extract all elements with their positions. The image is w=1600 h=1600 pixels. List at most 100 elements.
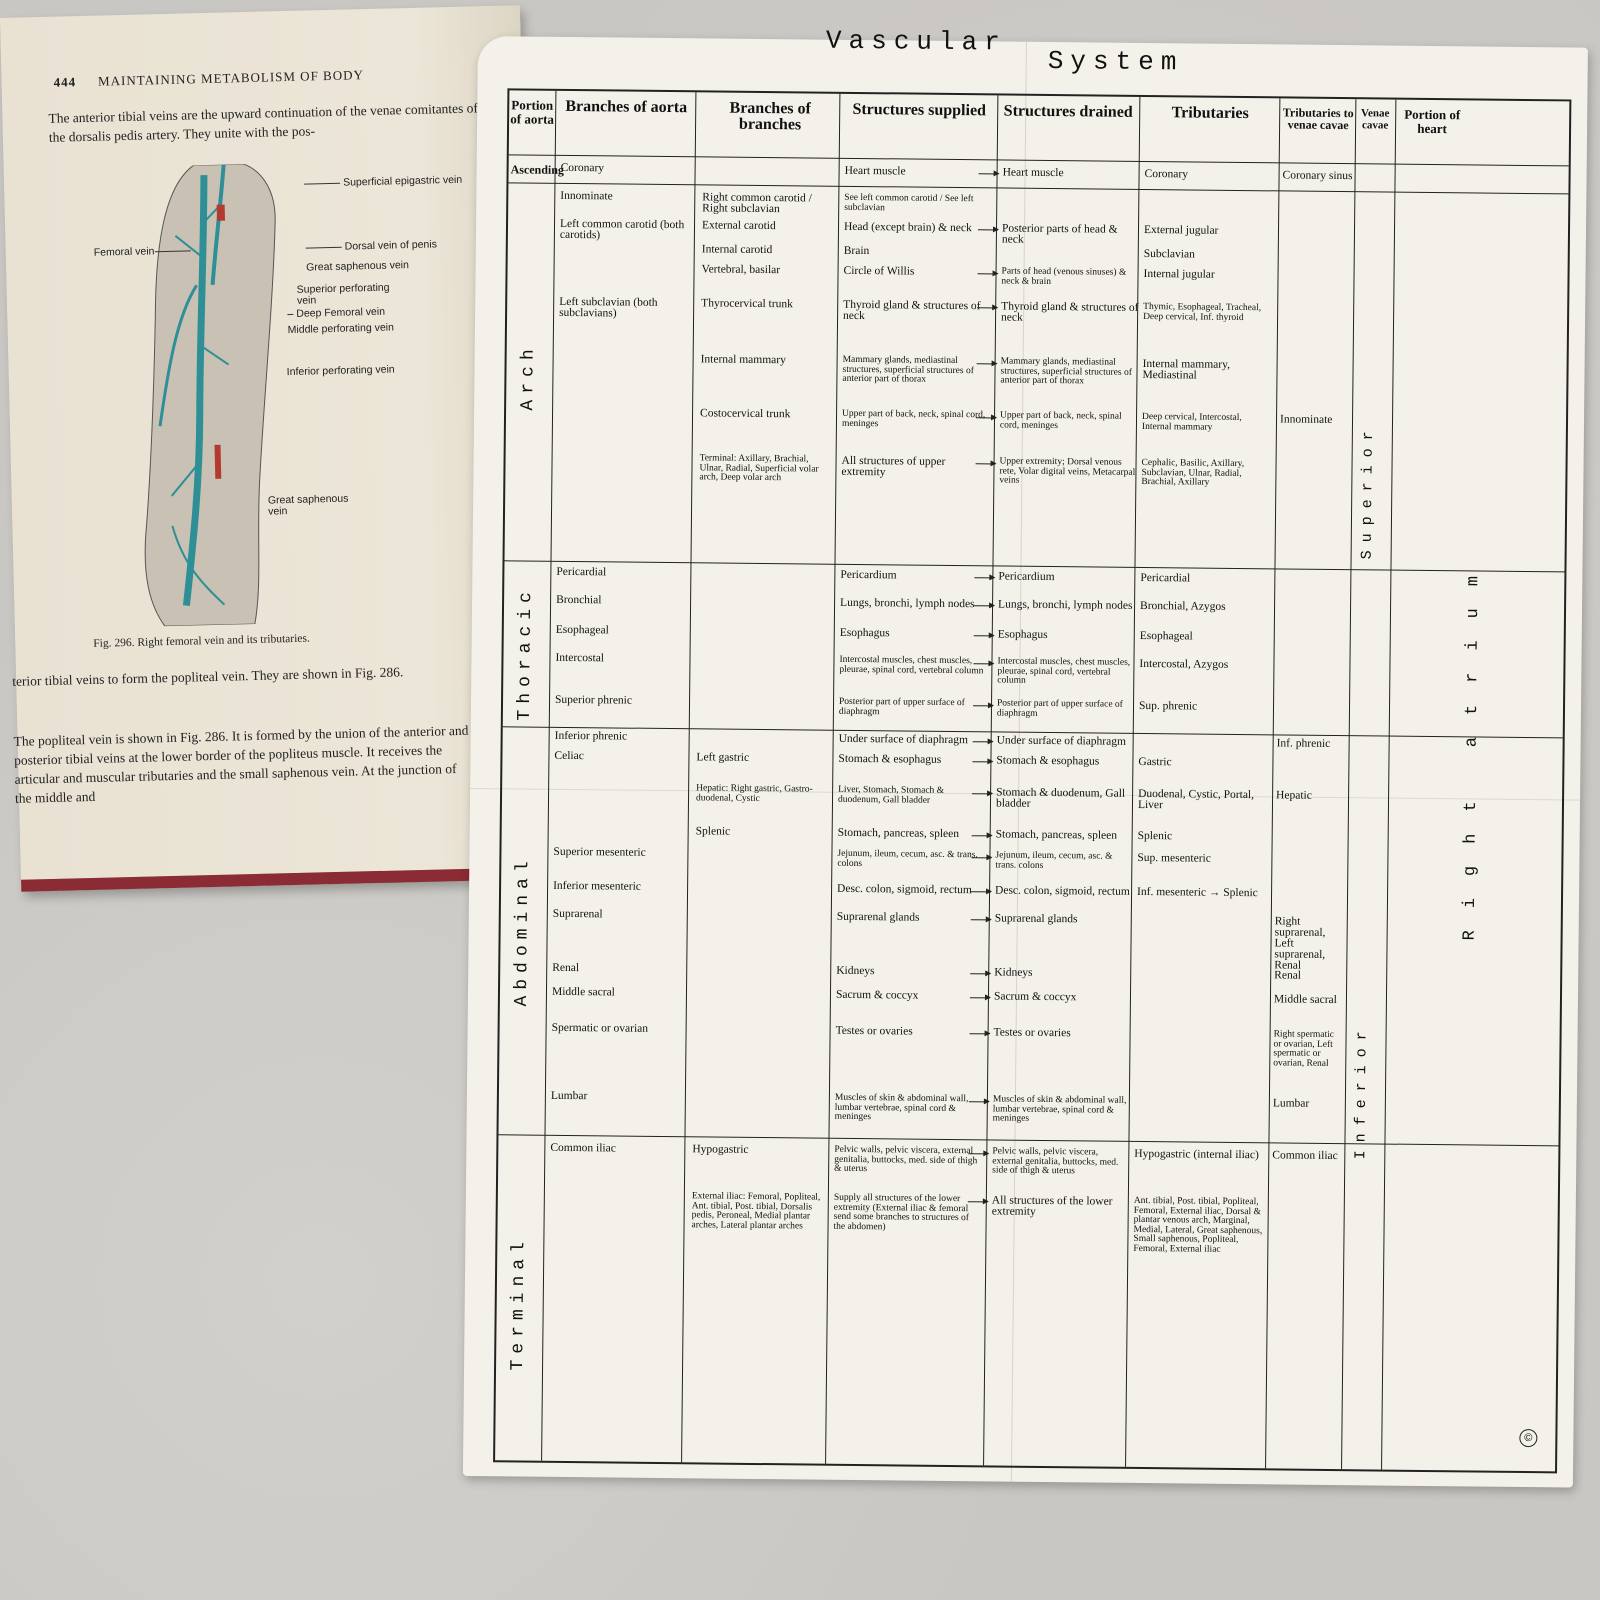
chart-title-left: Vascular [825,25,1007,58]
row-3-supplied: Brain [843,244,870,258]
row-26-supplied: Supply all structures of the lower extre… [833,1192,970,1232]
row-23-tvc: Right spermatic or ovarian, Left spermat… [1273,1029,1335,1069]
row-2-sub: External carotid [701,219,776,233]
figure-label-9: Great saphenous vein [267,492,349,518]
row-10-drained: Lungs, bronchi, lymph nodes [998,598,1133,612]
section-label-abdominal: Abdominal [511,855,534,1007]
row-8-arrow [975,463,996,465]
row-0-branch: Coronary [560,161,605,175]
row-11-drained: Esophagus [997,628,1048,641]
row-21-drained: Kidneys [994,966,1033,979]
row-8-supplied: All structures of upper extremity [841,454,946,479]
row-11-arrow [973,635,994,637]
row-11-trib: Esophageal [1139,629,1193,643]
figure-label-7: Middle perforating vein [287,321,395,337]
row-2-branch: Left common carotid (both carotids) [559,217,685,242]
row-16-sub: Hepatic: Right gastric, Gastro-duodenal,… [695,783,813,804]
chart-title-right: System [1047,45,1184,78]
row-5-supplied: Thyroid gland & structures of neck [843,298,981,323]
row-16-arrow [972,793,993,795]
row-3-sub: Internal carotid [701,243,773,257]
section-label-terminal: Terminal [508,1235,530,1371]
row-1-supplied: See left common carotid / See left subcl… [844,192,974,213]
chart-table: Portion of aorta Branches of aorta Branc… [493,88,1572,1474]
row-19-trib: Inf. mesenteric → Splenic [1137,885,1258,900]
col-divider [1341,99,1357,1470]
row-0-supplied: Heart muscle [844,164,906,178]
row-7-drained: Upper part of back, neck, spinal cord, m… [999,410,1122,431]
figure-label-8: Inferior perforating vein [286,363,395,379]
row-17-sub: Splenic [695,825,731,838]
row-6-trib: Internal mammary, Mediastinal [1142,357,1231,382]
row-25-trib: Hypogastric (internal iliac) [1134,1147,1259,1162]
col-header-tributaries-to-venae-cavae: Tributaries to venae cavae [1282,105,1354,133]
row-5-sub: Thyrocervical trunk [701,297,793,311]
figure-label-6: Deep Femoral vein [287,306,385,320]
col-header-branches-of-branches: Branches of branches [729,99,811,134]
row-7-trib: Deep cervical, Intercostal, Internal mam… [1141,411,1242,433]
row-6-drained: Mammary glands, mediastinal structures, … [1000,356,1132,387]
row-19-branch: Inferior mesenteric [553,879,641,893]
col-header-tributaries: Tributaries [1171,104,1249,123]
femoral-vein-illustration [144,163,276,627]
row-2-supplied: Head (except brain) & neck [843,220,972,235]
row-4-arrow [977,273,998,275]
section-label-thoracic: Thoracic [514,586,537,721]
paragraph-bottom-2: The popliteal vein is shown in Fig. 286.… [13,722,469,806]
row-25-sub: Hypogastric [692,1143,749,1156]
running-head-text: MAINTAINING METABOLISM OF BODY [97,67,365,89]
row-0-drained: Heart muscle [1002,166,1064,180]
row-10-branch: Bronchial [556,593,602,607]
row-20-drained: Suprarenal glands [994,912,1078,926]
col-header-structures-drained: Structures drained [1003,102,1133,121]
row-17-supplied: Stomach, pancreas, spleen [837,826,960,841]
row-25-branch: Common iliac [550,1141,616,1155]
row-2-arrow [977,229,999,231]
col-divider [1381,99,1397,1470]
col-header-branches-of-aorta: Branches of aorta [565,97,688,117]
row-8-trib: Cephalic, Basilic, Axillary, Subclavian,… [1141,457,1245,488]
figure-label-5: Superior perforating vein [296,281,390,307]
section-label-arch: Arch [518,343,539,411]
row-16-supplied: Liver, Stomach, Stomach & duodenum, Gall… [837,784,945,806]
row-0-trib: Coronary [1144,167,1189,181]
row-9-drained: Pericardium [998,570,1055,584]
figure-label-4: Great saphenous vein [306,259,410,274]
row-18-supplied: Jejunum, ileum, cecum, asc. & trans. col… [837,848,978,869]
row-19-supplied: Desc. colon, sigmoid, rectum [837,882,972,897]
row-15-sub: Left gastric [696,751,750,764]
row-16-tvc: Hepatic [1276,789,1312,802]
row-14-supplied: Under surface of diaphragm [838,732,969,747]
row-26-arrow [967,1201,988,1203]
label-inferior-vena-cava: Inferior [1352,1023,1371,1160]
row-24-branch: Lumbar [550,1089,588,1103]
row-5-branch: Left subclavian (both subclavians) [559,295,658,320]
vascular-system-chart-sheet: Vascular System Portion of aorta Branche… [462,26,1588,1488]
row-1-sub: Right common carotid / Right subclavian [702,191,812,216]
row-12-supplied: Intercostal muscles, chest muscles, pleu… [839,654,984,676]
row-17-drained: Stomach, pancreas, spleen [995,828,1118,842]
row-4-supplied: Circle of Willis [843,264,915,278]
row-21-arrow [970,973,991,975]
row-16-trib: Duodenal, Cystic, Portal, Liver [1137,787,1255,812]
col-header-venae-cavae: Venae cavae [1361,107,1390,132]
row-22-branch: Middle sacral [551,985,615,999]
row-14-drained: Under surface of diaphragm [996,734,1127,748]
row-7-arrow [976,417,997,419]
row-13-trib: Sup. phrenic [1138,699,1198,713]
label-superior-vena-cava: Superior [1358,423,1377,560]
row-3-trib: Subclavian [1143,247,1195,261]
row-7-sub: Costocervical trunk [699,407,791,421]
row-13-branch: Superior phrenic [554,693,633,707]
row-1-branch: Innominate [560,189,613,203]
row-26-sub: External iliac: Femoral, Popliteal, Ant.… [691,1191,821,1231]
row-24-drained: Muscles of skin & abdominal wall, lumbar… [992,1094,1127,1124]
col-header-portion-of-aorta: Portion of aorta [510,97,555,127]
row-18-arrow [971,857,992,859]
figure-label-1: Superficial epigastric vein [304,174,462,190]
copyright-mark: © [1519,1428,1538,1448]
row-24-tvc: Lumbar [1272,1097,1310,1110]
section-label-ascending: Ascending [510,162,565,177]
